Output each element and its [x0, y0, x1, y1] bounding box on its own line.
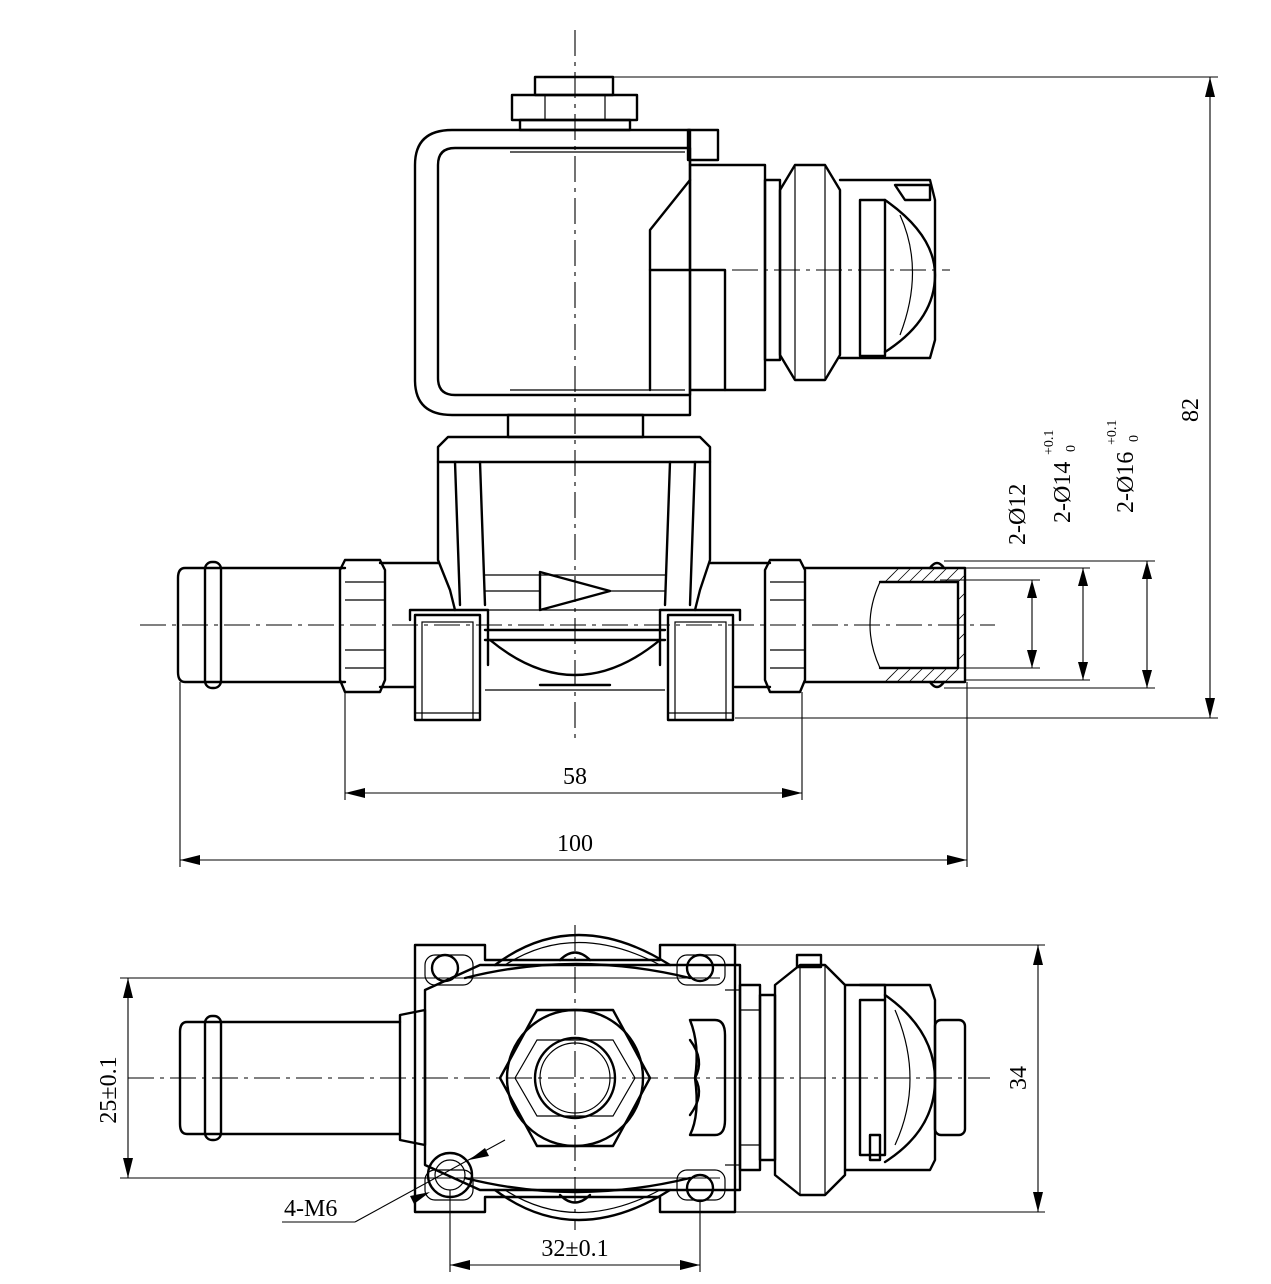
dim-58-label: 58 [563, 764, 587, 790]
dim-bores: 2-Ø12 2-Ø14 +0.1 0 2-Ø16 +0.1 0 [940, 420, 1155, 689]
top-view: 25±0.1 34 4-M6 32±0.1 [96, 925, 1045, 1272]
dim-bore-a-label: 2-Ø12 [1005, 484, 1031, 545]
body-top [398, 933, 760, 1222]
hex-nut [498, 1008, 652, 1148]
flow-arrow [485, 570, 665, 612]
dim-length-58: 58 [344, 692, 803, 800]
dim-length-100: 100 [179, 682, 968, 867]
dim-bore-b-tol-upper: +0.1 [1042, 430, 1057, 455]
dim-100-label: 100 [557, 831, 593, 857]
inlet-barb-top [178, 1014, 402, 1142]
dim-bore-c-tol-upper: +0.1 [1105, 420, 1120, 445]
coil-housing [413, 128, 720, 417]
dim-vertical-25: 25±0.1 [96, 977, 720, 1179]
dim-height-82: 82 [613, 76, 1218, 719]
dim-32-label: 32±0.1 [541, 1236, 608, 1262]
dim-bore-b-tol-lower: 0 [1064, 445, 1079, 452]
dim-34-label: 34 [1006, 1066, 1032, 1090]
right-fitting [763, 558, 967, 694]
dim-bore-c-tol-lower: 0 [1127, 435, 1142, 442]
front-view: 82 2-Ø12 2-Ø14 +0.1 0 2-Ø16 +0.1 0 [140, 30, 1218, 867]
dim-25-label: 25±0.1 [96, 1056, 122, 1123]
dim-bore-c-label: 2-Ø16 [1113, 452, 1139, 513]
left-fitting [176, 558, 387, 694]
dim-m6-label: 4-M6 [284, 1196, 337, 1222]
dim-horizontal-32: 32±0.1 [449, 1190, 701, 1272]
connector-plug [648, 163, 937, 392]
dim-thread-m6: 4-M6 [282, 1139, 506, 1223]
bonnet [436, 413, 712, 612]
connector-top [738, 953, 967, 1197]
dim-bore-b-label: 2-Ø14 [1050, 462, 1076, 523]
valve-body [378, 561, 772, 691]
mounting-feet [408, 608, 742, 722]
dim-body-34: 34 [735, 944, 1045, 1213]
dim-82-label: 82 [1178, 398, 1204, 422]
